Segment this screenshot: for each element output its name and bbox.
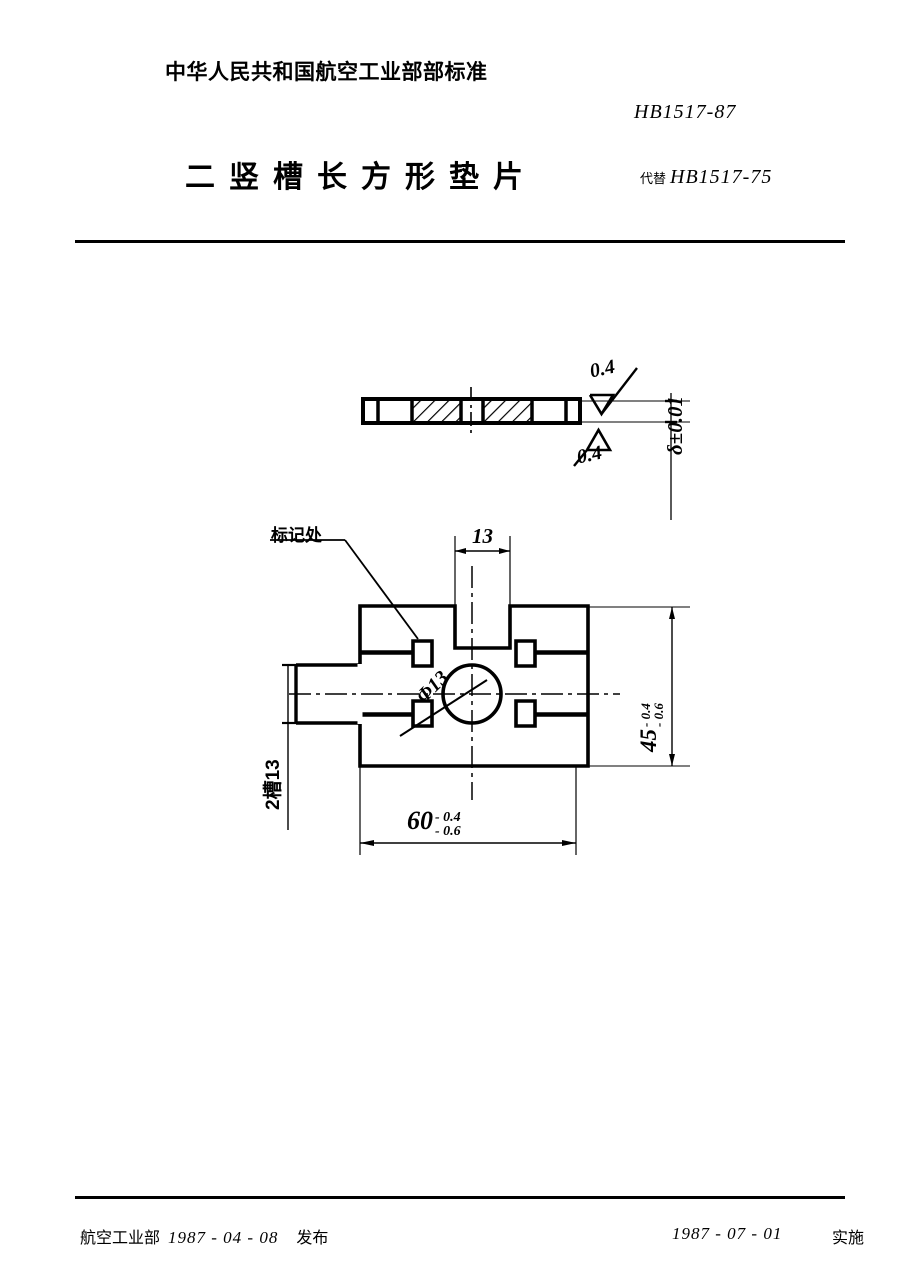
- page-title: 二竖槽长方形垫片: [185, 161, 537, 194]
- height-value: 45: [636, 729, 661, 752]
- replaces-label: 代替: [640, 171, 667, 186]
- top-slot-width-label: 13: [472, 524, 493, 548]
- standard-number: HB1517-87: [634, 101, 737, 123]
- header-divider: [75, 240, 845, 243]
- height-tol-lower: - 0.6: [651, 703, 667, 727]
- issuing-organization: 中华人民共和国航空工业部部标准: [165, 61, 488, 84]
- thickness-label: δ±0.01: [663, 395, 687, 455]
- footer-divider: [75, 1196, 845, 1199]
- height-tol-upper: - 0.4: [637, 703, 653, 727]
- slot-note-label: 2槽13: [263, 759, 284, 810]
- width-dimension-label: 60 - 0.4 - 0.6: [407, 806, 461, 840]
- footer-issuer: 航空工业部: [80, 1230, 161, 1247]
- mark-note-label: 标记处: [271, 526, 322, 545]
- footer-issue: 航空工业部 1987 - 04 - 08 发布: [80, 1224, 328, 1248]
- footer-issue-date: 1987 - 04 - 08: [168, 1228, 279, 1247]
- footer-effective-date: 1987 - 07 - 01: [672, 1224, 783, 1243]
- width-value: 60: [407, 806, 433, 835]
- main-plan-view: [270, 536, 690, 855]
- cross-section-view: [361, 367, 690, 520]
- footer-issue-verb: 发布: [296, 1230, 329, 1247]
- footer-effective-verb: 实施: [832, 1230, 865, 1247]
- surface-finish-symbol-bottom: [585, 427, 613, 452]
- width-tol-upper: - 0.4: [435, 809, 461, 825]
- gasket-outline: [358, 604, 590, 768]
- replaces-number: HB1517-75: [670, 166, 773, 188]
- surface-finish-symbol-top: [588, 393, 616, 417]
- height-dimension-label: 45 - 0.4 - 0.6: [636, 703, 666, 752]
- width-tol-lower: - 0.6: [435, 824, 461, 840]
